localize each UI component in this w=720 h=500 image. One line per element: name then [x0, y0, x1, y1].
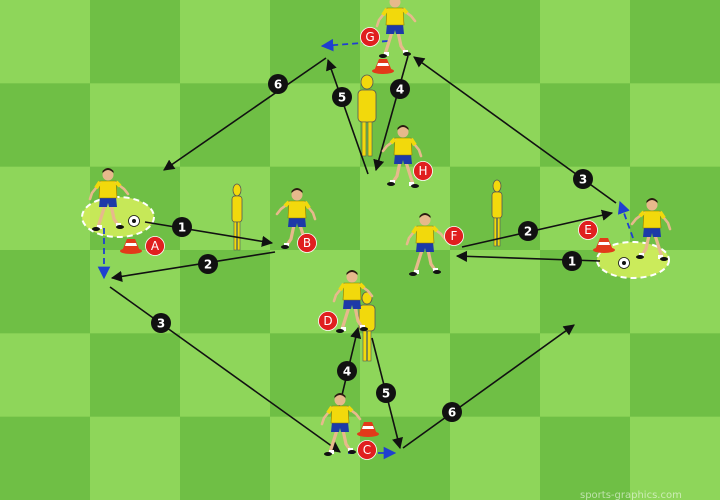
player-g	[375, 0, 417, 58]
ball-a	[128, 215, 140, 227]
step-badge-4: 4	[337, 361, 357, 381]
player-d	[332, 270, 374, 333]
step-badges: 1 2 3 4 5 6 1 2 3 4 5 6	[151, 74, 593, 422]
mannequin-top	[357, 74, 377, 157]
step-number: 5	[382, 387, 390, 401]
pass-arrow-g-to-h	[373, 55, 409, 172]
step-number: 6	[274, 78, 282, 92]
player-label-text: G	[365, 30, 374, 44]
step-badge-11: 5	[332, 87, 352, 107]
step-number: 6	[448, 406, 456, 420]
step-number: 3	[157, 317, 165, 331]
player-f	[405, 213, 447, 276]
pass-arrow-b-to-a	[110, 251, 276, 282]
mannequin-right	[491, 179, 503, 247]
step-badge-2: 2	[198, 254, 218, 274]
step-number: 4	[343, 365, 351, 379]
step-badge-7: 1	[562, 251, 582, 271]
players: A B C D E F G H	[88, 0, 672, 460]
player-label-f: F	[444, 226, 464, 246]
player-label-text: E	[584, 223, 592, 237]
player-label-text: F	[451, 229, 458, 243]
step-badge-9: 3	[573, 169, 593, 189]
player-label-text: A	[151, 239, 160, 253]
player-label-a: A	[145, 236, 165, 256]
mannequin-left	[231, 183, 243, 251]
pass-arrow-c-to-e	[402, 324, 575, 449]
pass-arrow-g-to-a	[163, 57, 327, 171]
ball-e	[618, 257, 630, 269]
start-zone-right	[596, 241, 670, 279]
player-label-text: H	[418, 164, 427, 178]
player-label-d: D	[318, 311, 338, 331]
step-number: 2	[204, 258, 212, 272]
step-badge-3: 3	[151, 313, 171, 333]
step-badge-12: 6	[268, 74, 288, 94]
player-c	[320, 393, 362, 456]
player-label-e: E	[578, 220, 598, 240]
step-number: 5	[338, 91, 346, 105]
player-h	[381, 125, 423, 188]
watermark: sports-graphics.com	[580, 490, 682, 500]
pass-arrow-a-to-c	[109, 286, 341, 453]
step-badge-8: 2	[518, 221, 538, 241]
player-e	[630, 198, 672, 261]
player-label-h: H	[413, 161, 433, 181]
player-label-b: B	[297, 233, 317, 253]
start-zone-left	[81, 196, 155, 238]
player-label-text: B	[303, 236, 311, 250]
player-label-text: D	[323, 314, 332, 328]
pass-arrow-h-to-g	[326, 58, 369, 175]
player-a	[88, 168, 130, 231]
player-label-text: C	[363, 443, 371, 457]
step-number: 1	[568, 255, 576, 269]
step-badge-1: 1	[172, 217, 192, 237]
run-arrow-e	[617, 200, 634, 239]
player-label-c: C	[357, 440, 377, 460]
step-badge-5: 5	[376, 383, 396, 403]
step-number: 4	[396, 83, 404, 97]
step-badge-6: 6	[442, 402, 462, 422]
pass-arrow-a-to-b	[144, 221, 274, 247]
mannequin-bottom	[358, 291, 376, 362]
step-number: 1	[178, 221, 186, 235]
step-badge-10: 4	[390, 79, 410, 99]
step-number: 3	[579, 173, 587, 187]
step-number: 2	[524, 225, 532, 239]
player-label-g: G	[360, 27, 380, 47]
